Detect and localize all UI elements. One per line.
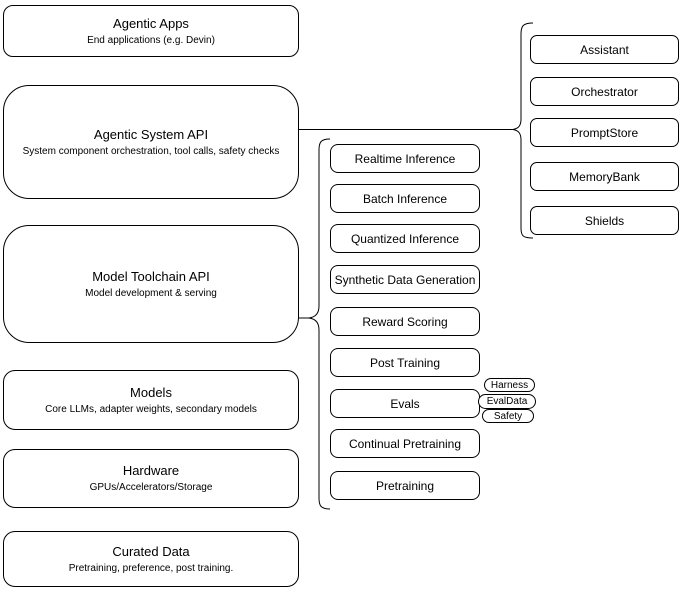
node-subtitle: GPUs/Accelerators/Storage bbox=[89, 482, 213, 493]
node-subtitle: Model development & serving bbox=[85, 287, 217, 299]
node-curated-data: Curated Data Pretraining, preference, po… bbox=[3, 531, 299, 587]
tag-evaldata: EvalData bbox=[478, 394, 536, 409]
node-assistant: Assistant bbox=[530, 35, 679, 64]
tag-safety: Safety bbox=[482, 409, 534, 423]
node-title: Curated Data bbox=[112, 543, 190, 559]
node-promptstore: PromptStore bbox=[530, 118, 679, 147]
node-memorybank: MemoryBank bbox=[530, 162, 679, 191]
node-subtitle: Pretraining, preference, post training. bbox=[68, 562, 234, 574]
node-reward-scoring: Reward Scoring bbox=[330, 307, 480, 336]
node-title: Agentic System API bbox=[93, 126, 209, 142]
node-agentic-apps: Agentic Apps End applications (e.g. Devi… bbox=[3, 5, 299, 57]
node-pretraining: Pretraining bbox=[330, 471, 480, 500]
node-title: Model Toolchain API bbox=[92, 268, 210, 284]
node-realtime-inference: Realtime Inference bbox=[330, 144, 480, 173]
node-model-toolchain-api: Model Toolchain API Model development & … bbox=[3, 225, 299, 343]
tag-harness: Harness bbox=[484, 378, 535, 392]
node-agentic-system-api: Agentic System API System component orch… bbox=[3, 85, 299, 199]
node-continual-pretraining: Continual Pretraining bbox=[330, 429, 480, 458]
node-quantized-inference: Quantized Inference bbox=[330, 224, 480, 253]
node-title: Models bbox=[130, 384, 172, 400]
node-subtitle: End applications (e.g. Devin) bbox=[87, 34, 215, 46]
brace-toolchain-components bbox=[308, 138, 331, 510]
node-synthetic-data-generation: Synthetic Data Generation bbox=[330, 265, 480, 294]
node-hardware: Hardware GPUs/Accelerators/Storage bbox=[3, 449, 299, 508]
node-title: Agentic Apps bbox=[113, 15, 189, 31]
node-shields: Shields bbox=[530, 206, 679, 235]
node-post-training: Post Training bbox=[330, 348, 480, 377]
node-subtitle: System component orchestration, tool cal… bbox=[22, 145, 280, 157]
node-models: Models Core LLMs, adapter weights, secon… bbox=[3, 370, 299, 430]
node-batch-inference: Batch Inference bbox=[330, 184, 480, 213]
node-subtitle: Core LLMs, adapter weights, secondary mo… bbox=[45, 403, 257, 415]
node-orchestrator: Orchestrator bbox=[530, 77, 679, 106]
node-title: Hardware bbox=[122, 463, 180, 478]
node-evals: Evals bbox=[330, 389, 480, 418]
